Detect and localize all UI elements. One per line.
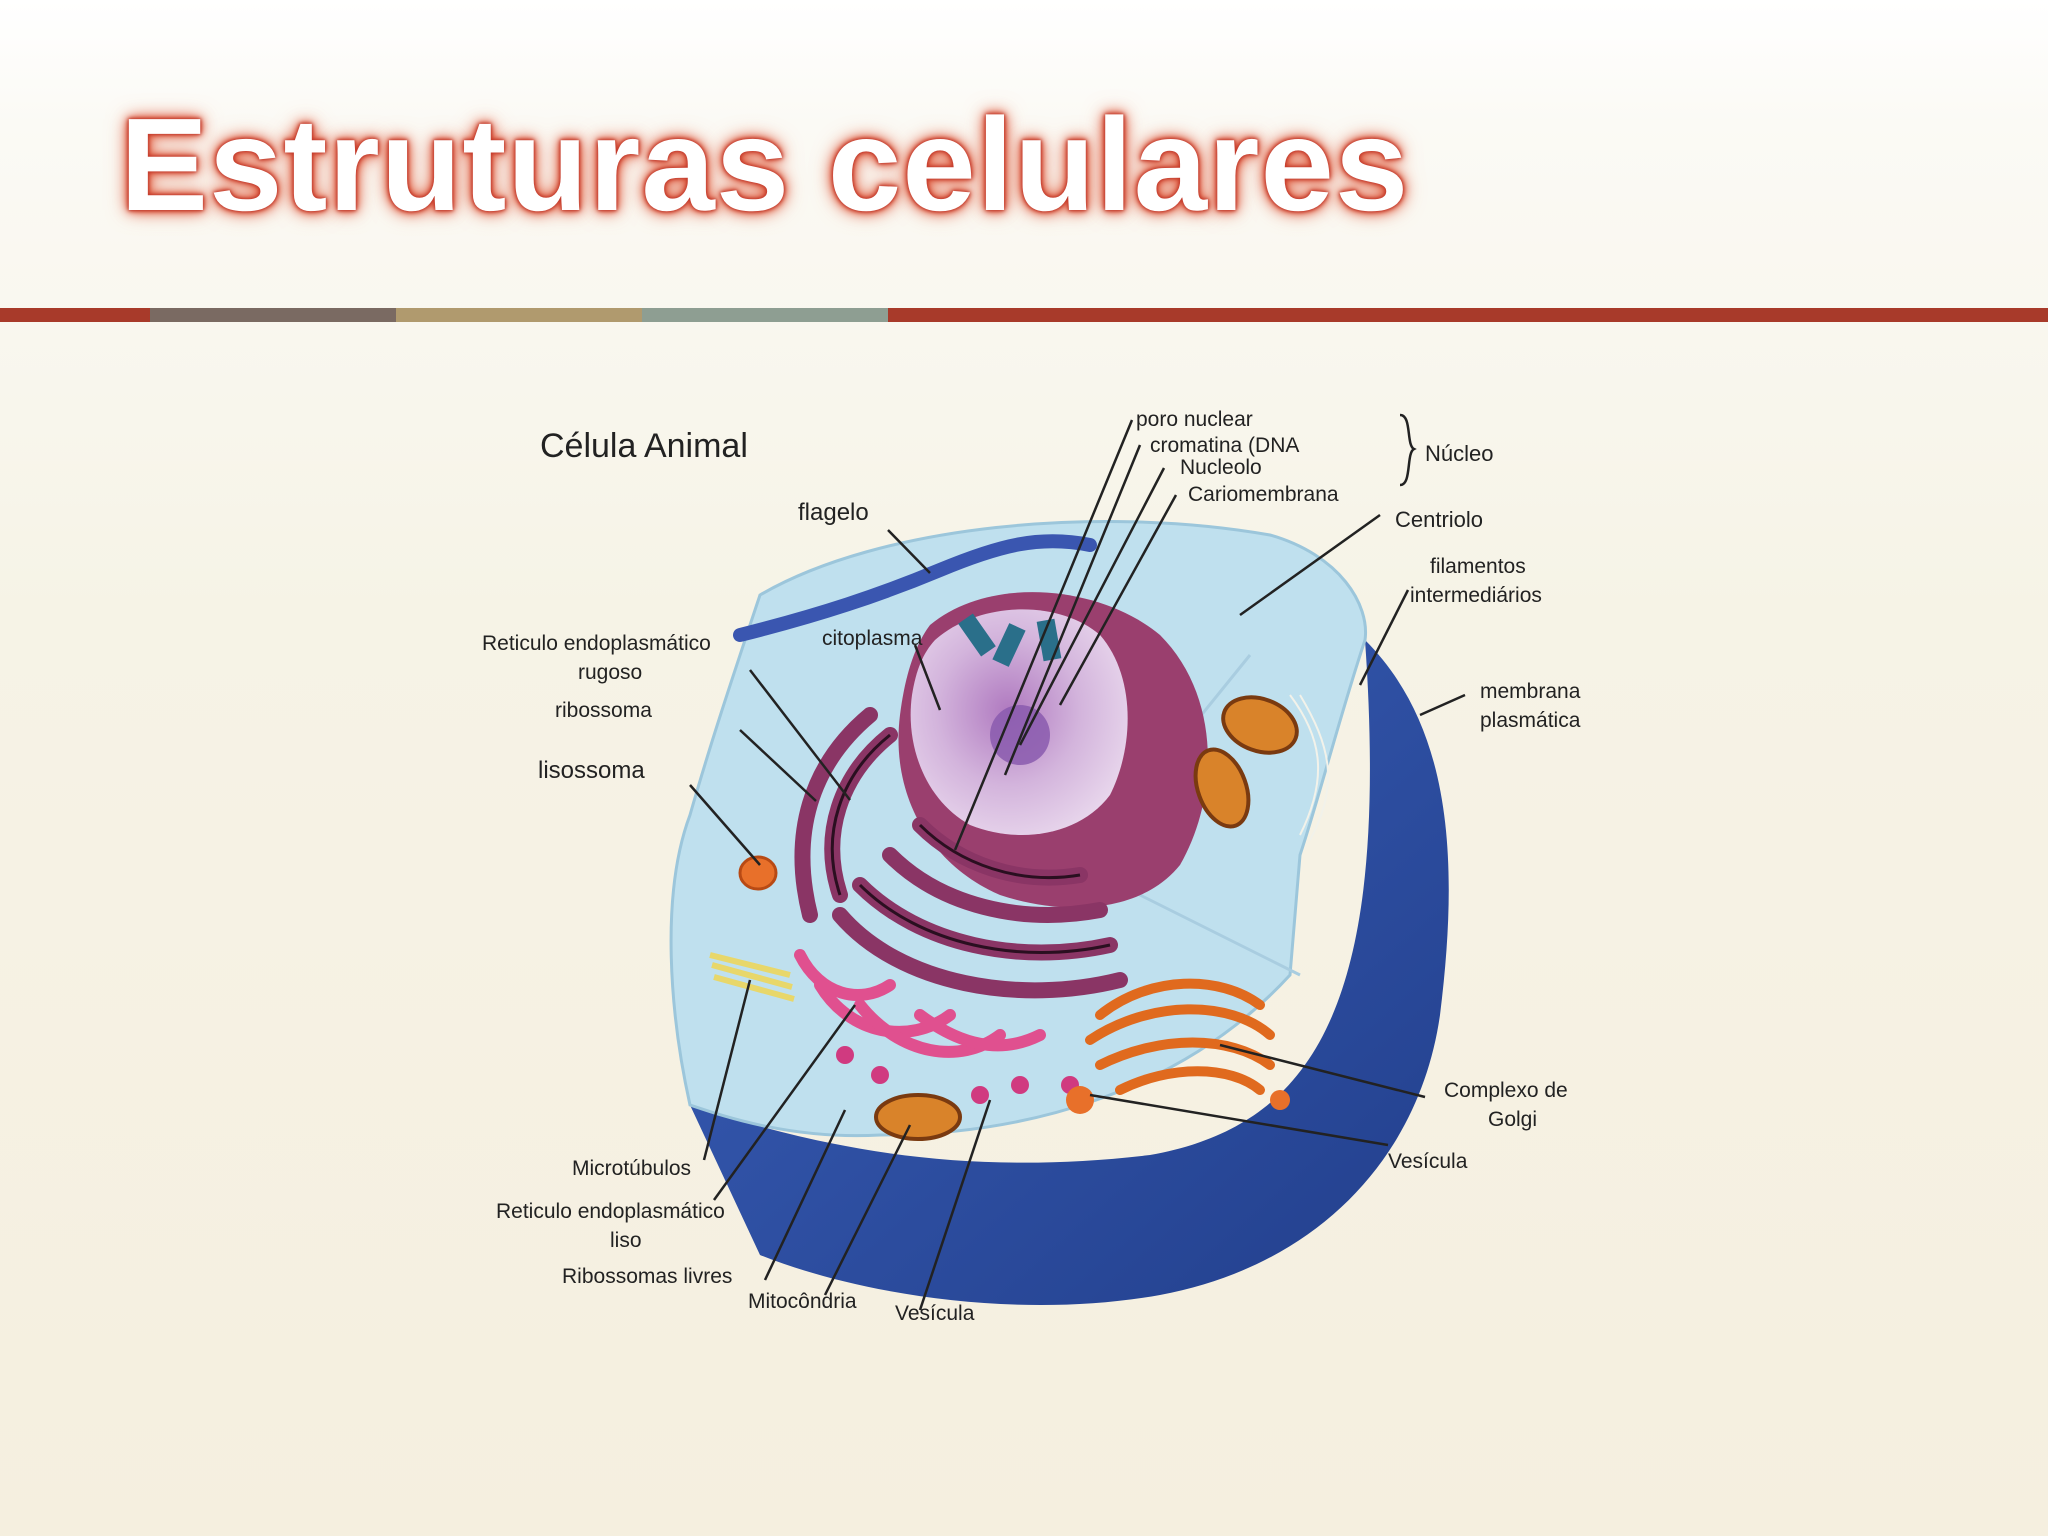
label-lisossoma: lisossoma [538,757,645,784]
golgi-vesicles [1066,1086,1290,1114]
label-golgi-1: Complexo de [1444,1079,1568,1102]
label-centriolo: Centriolo [1395,507,1483,532]
label-vesicula-right: Vesícula [1388,1150,1468,1173]
label-mitocondria: Mitocôndria [748,1290,857,1313]
label-ribossoma: ribossoma [555,699,652,722]
label-rer-1: Reticulo endoplasmático [482,632,711,655]
lysosome [738,855,778,891]
label-membrana-1: membrana [1480,680,1581,703]
diagram-heading: Célula Animal [540,427,748,465]
label-membrana-2: plasmática [1480,709,1581,732]
label-ribossomas-livres: Ribossomas livres [562,1265,732,1288]
label-golgi-2: Golgi [1488,1108,1537,1131]
plasma-membrane-rim [690,640,1449,1306]
slide-title: Estruturas celulares [120,91,1410,238]
label-rel-1: Reticulo endoplasmático [496,1200,725,1223]
smooth-er [794,949,1046,1058]
accent-bar-tan [396,308,642,322]
label-microtubulos: Microtúbulos [572,1157,691,1180]
flagellum [733,534,1097,642]
label-filamentos-1: filamentos [1430,555,1526,578]
leader-lines [689,413,1466,1311]
accent-bar-gray [150,308,396,322]
animal-cell-diagram: Célula Animal poro nuclear cromatina (DN… [482,408,1581,1325]
label-poro-nuclear: poro nuclear [1136,408,1253,431]
label-nucleo: Núcleo [1425,441,1493,466]
label-cariomembrana: Cariomembrana [1188,483,1339,506]
nucleolus [990,705,1050,765]
accent-bar-sage [642,308,888,322]
rough-er-outline [830,733,1111,954]
microtubules [709,952,795,1002]
accent-bar-red-right [888,308,2048,322]
golgi-complex [1085,978,1275,1095]
label-nucleolo: Nucleolo [1180,456,1262,479]
label-flagelo: flagelo [798,499,869,526]
mitochondria [874,695,1299,1141]
label-filamentos-2: intermediários [1410,584,1542,607]
label-citoplasma: citoplasma [822,627,923,650]
intermediate-filaments [1289,694,1330,841]
label-rel-2: liso [610,1229,642,1252]
label-rer-2: rugoso [578,661,642,684]
label-vesicula-bottom: Vesícula [895,1302,975,1325]
accent-bar [0,308,2048,322]
accent-bar-red-left [0,308,150,322]
label-cromatina: cromatina (DNA [1150,434,1299,457]
